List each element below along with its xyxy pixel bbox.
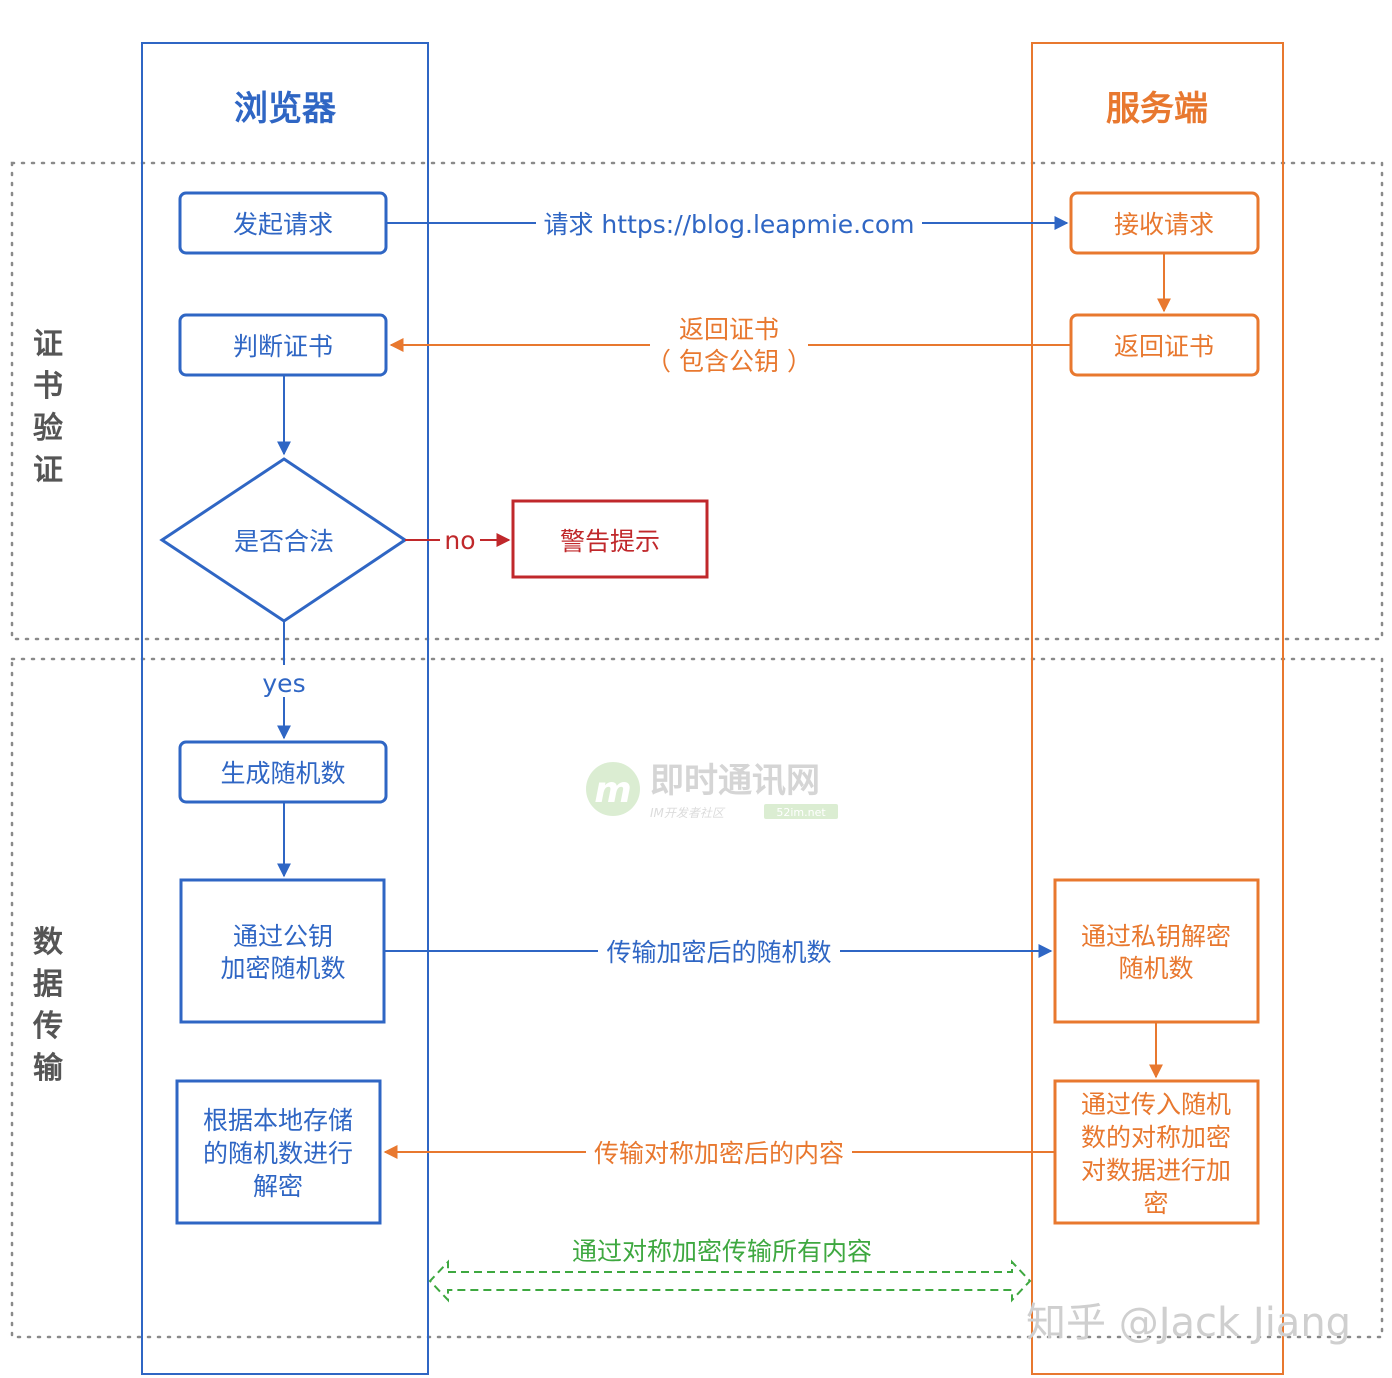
svg-text:输: 输 xyxy=(33,1051,64,1086)
svg-text:是否合法: 是否合法 xyxy=(234,527,334,556)
edge-send-encrypted-random: 传输加密后的随机数 xyxy=(384,938,1053,967)
svg-text:通过传入随机: 通过传入随机 xyxy=(1081,1090,1231,1119)
svg-text:no: no xyxy=(444,526,475,555)
node-receive-request: 接收请求 xyxy=(1069,191,1260,255)
svg-text:返回证书: 返回证书 xyxy=(679,315,779,344)
svg-text:随机数: 随机数 xyxy=(1118,954,1193,983)
svg-text:证: 证 xyxy=(33,327,63,362)
edge-request: 请求 https://blog.leapmie.com xyxy=(386,210,1069,239)
svg-text:的随机数进行: 的随机数进行 xyxy=(203,1139,353,1168)
site-watermark: m 即时通讯网 IM开发者社区 52im.net xyxy=(586,761,838,820)
browser-lane-title: 浏览器 xyxy=(234,89,337,129)
credit-watermark: 知乎 @Jack Jiang xyxy=(1026,1300,1351,1346)
svg-text:52im.net: 52im.net xyxy=(776,806,826,819)
server-lane xyxy=(1031,42,1284,1375)
svg-text:解密: 解密 xyxy=(253,1172,303,1201)
edge-symmetric-all: 通过对称加密传输所有内容 xyxy=(428,1237,1032,1303)
svg-text:通过公钥: 通过公钥 xyxy=(233,922,333,951)
svg-text:数: 数 xyxy=(33,925,64,960)
svg-text:（ 包含公钥 ）: （ 包含公钥 ） xyxy=(646,347,812,376)
edge-send-encrypted-content: 传输对称加密后的内容 xyxy=(383,1139,1055,1168)
svg-text:发起请求: 发起请求 xyxy=(233,210,333,239)
edge-yes: yes xyxy=(262,621,306,740)
watermark-logo-icon xyxy=(586,762,640,816)
svg-text:请求 https://blog.leapmie.com: 请求 https://blog.leapmie.com xyxy=(543,210,914,239)
svg-text:传: 传 xyxy=(32,1009,63,1044)
section-cert-verify-label: 证 书 验 证 xyxy=(33,327,63,488)
svg-text:根据本地存储: 根据本地存储 xyxy=(203,1106,353,1135)
node-warning: 警告提示 xyxy=(511,499,709,579)
edge-return-cert: 返回证书 （ 包含公钥 ） xyxy=(389,315,1071,376)
node-encrypt-random: 通过公钥 加密随机数 xyxy=(179,878,386,1024)
svg-text:m: m xyxy=(594,770,632,811)
node-send-request: 发起请求 xyxy=(178,191,388,255)
svg-text:yes: yes xyxy=(262,669,305,698)
svg-text:数的对称加密: 数的对称加密 xyxy=(1081,1123,1231,1152)
svg-text:返回证书: 返回证书 xyxy=(1114,332,1214,361)
node-is-valid: 是否合法 xyxy=(159,457,408,623)
svg-text:传输对称加密后的内容: 传输对称加密后的内容 xyxy=(594,1139,844,1168)
section-data-transfer-box xyxy=(10,657,1384,1339)
node-encrypt-data: 通过传入随机 数的对称加密 对数据进行加 密 xyxy=(1053,1079,1260,1225)
svg-text:加密随机数: 加密随机数 xyxy=(220,954,345,983)
section-cert-verify-box xyxy=(10,161,1384,641)
svg-text:验: 验 xyxy=(33,411,63,446)
node-generate-random: 生成随机数 xyxy=(178,740,388,804)
svg-text:接收请求: 接收请求 xyxy=(1114,210,1214,239)
node-check-cert: 判断证书 xyxy=(178,313,388,377)
node-decrypt-data: 根据本地存储 的随机数进行 解密 xyxy=(175,1079,382,1225)
svg-text:即时通讯网: 即时通讯网 xyxy=(650,761,820,801)
svg-text:据: 据 xyxy=(33,967,63,1002)
svg-text:IM开发者社区: IM开发者社区 xyxy=(650,806,726,820)
svg-text:密: 密 xyxy=(1143,1189,1168,1218)
svg-text:生成随机数: 生成随机数 xyxy=(220,759,345,788)
svg-text:书: 书 xyxy=(33,369,63,404)
svg-text:对数据进行加: 对数据进行加 xyxy=(1081,1156,1231,1185)
section-data-transfer-label: 数 据 传 输 xyxy=(32,925,64,1086)
svg-text:证: 证 xyxy=(33,453,63,488)
node-return-cert: 返回证书 xyxy=(1069,313,1260,377)
svg-text:警告提示: 警告提示 xyxy=(560,527,660,556)
browser-lane xyxy=(141,42,429,1375)
svg-text:判断证书: 判断证书 xyxy=(233,332,333,361)
edge-no: no xyxy=(405,526,511,555)
svg-text:传输加密后的随机数: 传输加密后的随机数 xyxy=(606,938,831,967)
svg-text:通过对称加密传输所有内容: 通过对称加密传输所有内容 xyxy=(572,1237,872,1266)
server-lane-title: 服务端 xyxy=(1106,89,1208,129)
svg-text:通过私钥解密: 通过私钥解密 xyxy=(1081,922,1231,951)
node-decrypt-random: 通过私钥解密 随机数 xyxy=(1053,878,1260,1024)
